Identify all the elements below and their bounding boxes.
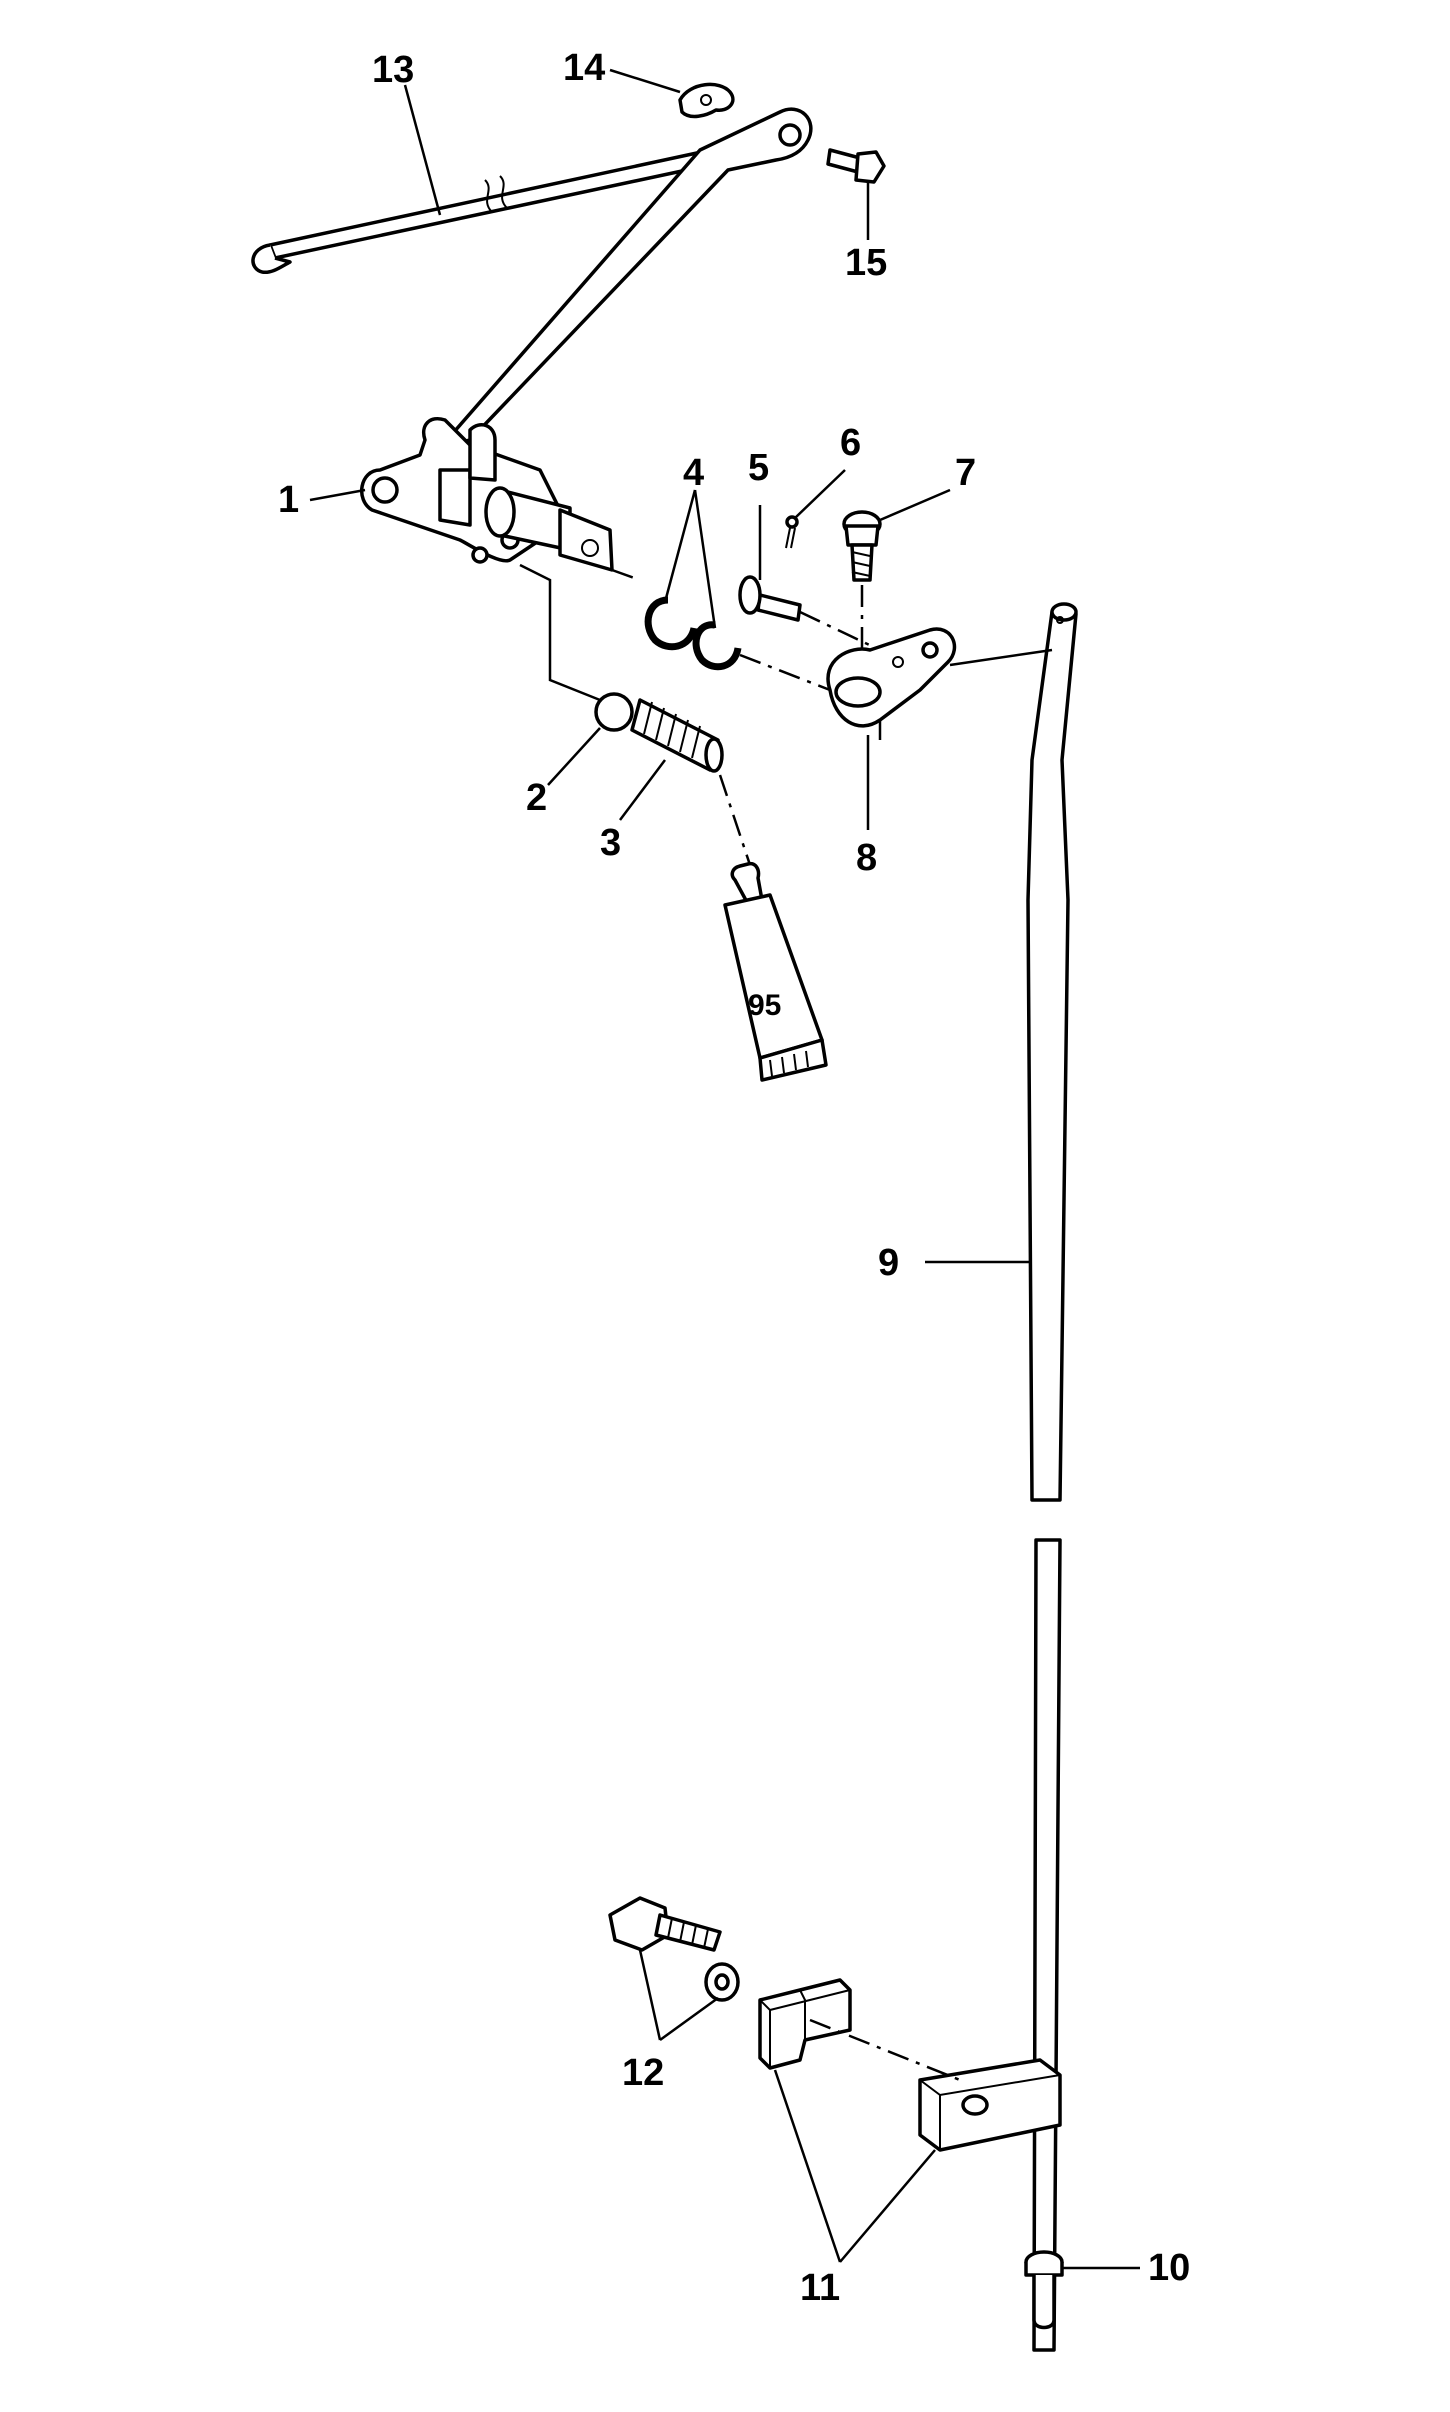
leader-lines bbox=[309, 68, 1140, 2270]
cotter-pin bbox=[785, 515, 799, 549]
callout-9: 9 bbox=[878, 1242, 899, 1284]
lubricant-tube: 95 bbox=[723, 861, 828, 1082]
pivot-bolt bbox=[826, 148, 886, 184]
rod-clip bbox=[758, 1978, 852, 2070]
throttle-lever bbox=[438, 107, 813, 450]
rod-block bbox=[918, 2058, 1062, 2152]
callout-5: 5 bbox=[748, 447, 769, 489]
callout-3: 3 bbox=[600, 822, 621, 864]
detent-spring bbox=[630, 698, 724, 773]
callout-11: 11 bbox=[800, 2267, 840, 2309]
snap-rings bbox=[644, 596, 742, 671]
shift-housing bbox=[360, 417, 614, 702]
callout-12: 12 bbox=[622, 2052, 664, 2094]
bolt-and-washer bbox=[608, 1896, 740, 2002]
rod-collar bbox=[1024, 2250, 1064, 2330]
detent-ball bbox=[594, 692, 634, 732]
shift-lever-clamp bbox=[826, 627, 957, 740]
clevis-pin bbox=[738, 575, 802, 622]
callout-4: 4 bbox=[683, 452, 704, 494]
callout-10: 10 bbox=[1148, 2247, 1190, 2289]
lubricant-code-label: 95 bbox=[748, 989, 781, 1022]
callout-2: 2 bbox=[526, 777, 547, 819]
set-screw bbox=[842, 510, 882, 582]
callout-labels: 1 2 3 4 5 6 7 8 9 10 11 12 13 14 15 bbox=[278, 47, 1190, 2309]
callout-13: 13 bbox=[372, 49, 414, 91]
callout-6: 6 bbox=[840, 422, 861, 464]
callout-7: 7 bbox=[955, 452, 976, 494]
callout-1: 1 bbox=[278, 479, 299, 521]
callout-8: 8 bbox=[856, 837, 877, 879]
callout-14: 14 bbox=[563, 47, 605, 89]
shift-rod bbox=[1026, 602, 1078, 2352]
callout-15: 15 bbox=[845, 242, 887, 284]
link-rod bbox=[251, 146, 726, 275]
retaining-clip bbox=[678, 82, 735, 119]
